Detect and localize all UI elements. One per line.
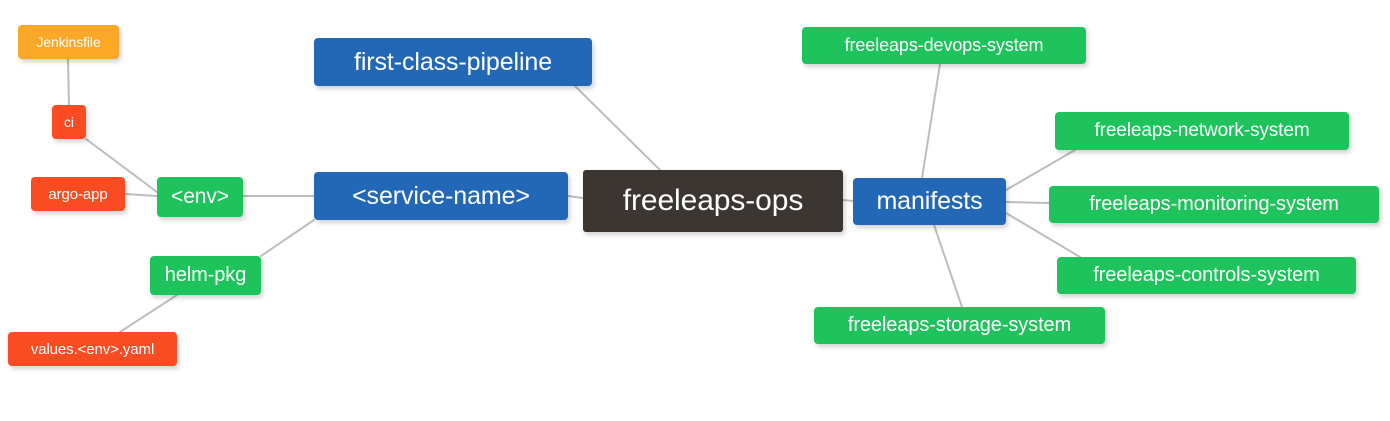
edge-first-class-pipeline-to-freeleaps-ops [574,85,661,171]
edge-service-name-to-helm-pkg [260,219,315,257]
edge-service-name-to-freeleaps-ops [567,195,584,199]
mindmap-node-controls-system[interactable]: freeleaps-controls-system [1057,257,1356,294]
edge-argo-app-to-env [124,193,158,197]
edge-devops-system-to-manifests [921,63,941,179]
mindmap-node-devops-system[interactable]: freeleaps-devops-system [802,27,1086,64]
mindmap-node-service-name[interactable]: <service-name> [314,172,568,220]
mindmap-node-network-system[interactable]: freeleaps-network-system [1055,112,1349,150]
mindmap-node-freeleaps-ops[interactable]: freeleaps-ops [583,170,843,232]
edge-network-system-to-manifests [1005,149,1076,191]
mindmap-node-monitoring-system[interactable]: freeleaps-monitoring-system [1049,186,1379,223]
edge-jenkinsfile-to-ci [67,58,70,106]
mindmap-node-helm-pkg[interactable]: helm-pkg [150,256,261,295]
edge-monitoring-system-to-manifests [1005,201,1050,204]
edge-helm-pkg-to-values-env-yaml [119,294,178,333]
mindmap-node-values-env-yaml[interactable]: values.<env>.yaml [8,332,177,366]
edge-freeleaps-ops-to-manifests [842,199,854,202]
mindmap-node-first-class-pipeline[interactable]: first-class-pipeline [314,38,592,86]
mindmap-node-env[interactable]: <env> [157,177,243,217]
mindmap-node-manifests[interactable]: manifests [853,178,1006,225]
mindmap-node-storage-system[interactable]: freeleaps-storage-system [814,307,1105,344]
mindmap-node-jenkinsfile[interactable]: Jenkinsfile [18,25,119,59]
mindmap-node-ci[interactable]: ci [52,105,86,139]
mindmap-node-argo-app[interactable]: argo-app [31,177,125,211]
edge-storage-system-to-manifests [933,224,963,308]
